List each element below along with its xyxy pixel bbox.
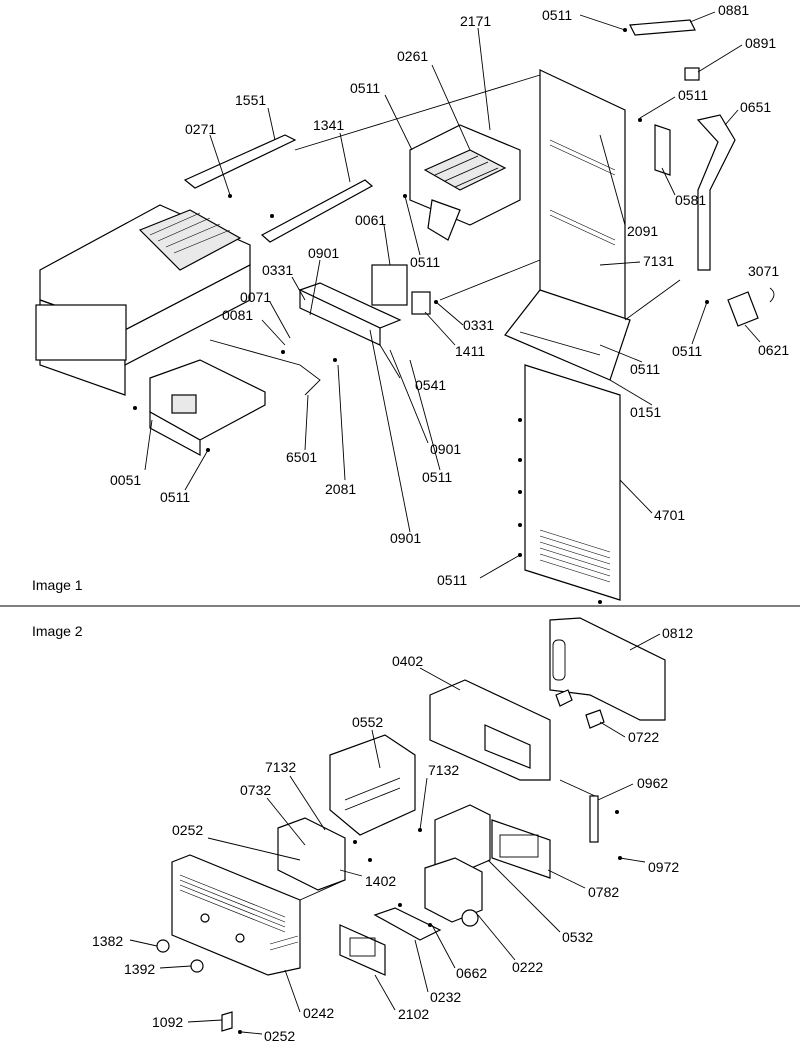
panel-0242 — [171, 854, 301, 976]
part-0651 — [696, 114, 736, 271]
label: 0081 — [222, 307, 253, 323]
part-0581 — [654, 124, 671, 176]
label: 0511 — [160, 489, 190, 505]
label: 2081 — [325, 481, 356, 497]
label: 0511 — [350, 80, 380, 96]
ice-bucket — [35, 204, 251, 396]
label: 0222 — [512, 959, 543, 975]
label: 0722 — [628, 729, 659, 745]
label: 0261 — [397, 48, 428, 64]
image1-labels: 0511 0881 2171 0891 0511 0261 0511 0651 … — [110, 2, 789, 588]
plate-2102 — [339, 924, 386, 976]
rail-1341 — [260, 179, 374, 243]
bracket-0881 — [629, 19, 696, 36]
label: 0812 — [662, 625, 693, 641]
label: 1092 — [152, 1014, 183, 1030]
label: 0061 — [355, 212, 386, 228]
label: 0511 — [422, 469, 452, 485]
label: 1341 — [313, 117, 344, 133]
frame-0782 — [491, 819, 551, 879]
label: 0331 — [463, 317, 494, 333]
label: 0402 — [392, 653, 423, 669]
label: 0532 — [562, 929, 593, 945]
label: 3071 — [748, 263, 779, 279]
label: 0901 — [430, 441, 461, 457]
label: 0891 — [745, 35, 776, 51]
label: 0511 — [678, 87, 708, 103]
knob-1392 — [190, 959, 204, 973]
caption-image1: Image 1 — [32, 577, 83, 593]
label: 0541 — [415, 377, 446, 393]
label: 7132 — [265, 759, 296, 775]
box-0732 — [277, 817, 346, 891]
switch-0621 — [727, 291, 759, 327]
ice-maker — [409, 124, 521, 241]
arm-0232 — [373, 907, 442, 941]
label: 0511 — [410, 254, 440, 270]
label: 7132 — [428, 762, 459, 778]
label: 0732 — [240, 782, 271, 798]
image1-drawing — [35, 19, 775, 604]
grille — [179, 874, 299, 951]
motor-0061 — [371, 264, 408, 306]
panel-4701 — [524, 364, 621, 601]
rod-6501 — [209, 339, 321, 396]
label: 2091 — [627, 223, 658, 239]
label: 2102 — [398, 1006, 429, 1022]
bar-0962 — [589, 795, 599, 843]
label: 0881 — [718, 2, 749, 18]
plate-0812 — [549, 617, 666, 721]
label: 0071 — [240, 289, 271, 305]
label: 0511 — [630, 361, 660, 377]
label: 0621 — [758, 342, 789, 358]
label: 0782 — [588, 884, 619, 900]
label: 1551 — [235, 92, 266, 108]
label: 0901 — [390, 530, 421, 546]
label: 0271 — [185, 121, 216, 137]
frame-0552 — [329, 734, 416, 836]
label: 0051 — [110, 472, 141, 488]
label: 1402 — [365, 873, 396, 889]
chute-0151 — [504, 289, 631, 381]
label: 0962 — [637, 775, 668, 791]
image2-drawing — [156, 617, 666, 1034]
label: 2171 — [460, 13, 491, 29]
image2-labels: 0812 0402 0722 0552 7132 7132 0732 0962 … — [92, 625, 693, 1044]
image2-leaders — [129, 633, 661, 1035]
label: 0252 — [264, 1028, 295, 1044]
label: 1382 — [92, 933, 123, 949]
label: 0581 — [675, 192, 706, 208]
label: 4701 — [654, 507, 685, 523]
knob-1382 — [156, 939, 170, 953]
vent-grille — [539, 529, 611, 583]
label: 0552 — [352, 714, 383, 730]
image1-leaders — [144, 11, 761, 579]
label: 0901 — [308, 245, 339, 261]
label: 0651 — [740, 99, 771, 115]
label: 0662 — [456, 965, 487, 981]
label: 0252 — [172, 822, 203, 838]
label: 1392 — [124, 961, 155, 977]
label: 0511 — [672, 343, 702, 359]
clip-1092 — [221, 1011, 233, 1032]
label: 6501 — [286, 449, 317, 465]
label: 0232 — [430, 989, 461, 1005]
label: 7131 — [643, 253, 674, 269]
rail-1551 — [183, 134, 297, 189]
label: 1411 — [455, 343, 485, 359]
label: 0242 — [303, 1005, 334, 1021]
label: 0331 — [262, 262, 293, 278]
label: 0151 — [630, 404, 661, 420]
label: 0511 — [437, 572, 467, 588]
mechanism-0222 — [424, 857, 483, 923]
label: 0511 — [542, 7, 572, 23]
part-0891 — [684, 67, 700, 81]
label: 0972 — [648, 859, 679, 875]
clip-3071 — [769, 287, 775, 303]
caption-image2: Image 2 — [32, 623, 83, 639]
tube-0722 — [585, 709, 605, 729]
